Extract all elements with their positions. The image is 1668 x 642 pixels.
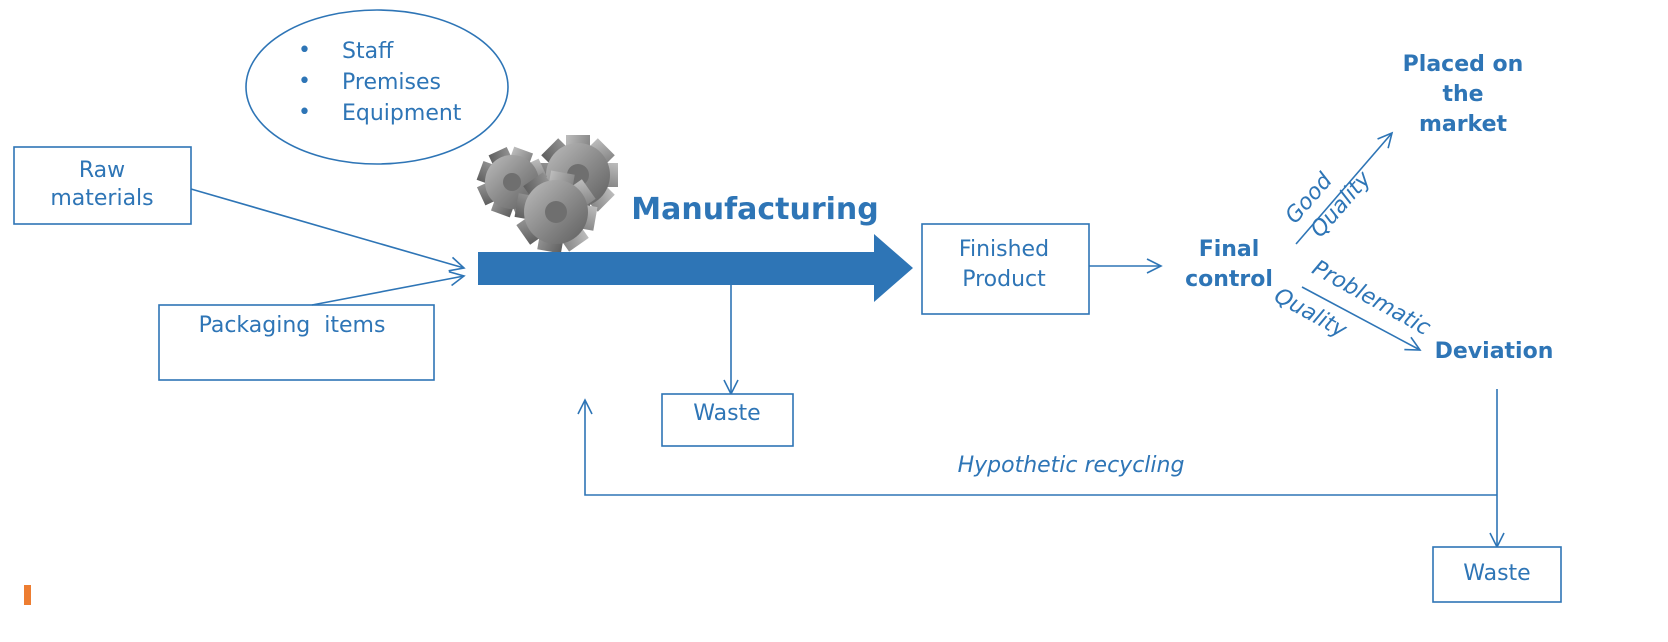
resource-item-premises: Premises <box>342 70 441 95</box>
placed-on-market-label-line2: the <box>1442 82 1483 107</box>
raw-materials-label-line1: Raw <box>79 158 125 183</box>
raw-materials-arrow <box>190 188 466 272</box>
placed-on-market-label-line1: Placed on <box>1403 52 1524 77</box>
finished-product-label-line2: Product <box>962 267 1046 292</box>
resource-bullet: • <box>298 100 311 125</box>
final-control-label-line1: Final <box>1199 237 1260 262</box>
finished-product-label-line1: Finished <box>959 237 1049 262</box>
manufacturing-arrow <box>478 234 913 302</box>
deviation-label: Deviation <box>1435 339 1554 364</box>
waste-box-manufacturing: Waste <box>661 393 794 447</box>
finished-product-box: Finished Product <box>921 223 1090 315</box>
good-quality-arrow <box>1295 131 1394 245</box>
problematic-quality-arrow <box>1301 286 1422 351</box>
resource-item-equipment: Equipment <box>342 101 462 126</box>
resource-bullet: • <box>298 38 311 63</box>
packaging-arrow <box>311 270 466 306</box>
recycling-loop-arrow <box>577 398 1497 496</box>
resource-bullet: • <box>298 69 311 94</box>
placed-on-market-label-line3: market <box>1419 112 1508 137</box>
hypothetic-recycling-label: Hypothetic recycling <box>958 453 1185 478</box>
waste-label-final: Waste <box>1463 561 1530 586</box>
raw-materials-label-line2: materials <box>50 186 153 211</box>
gears-icon <box>476 135 618 254</box>
manufacturing-label: Manufacturing <box>631 192 879 227</box>
packaging-items-box: Packaging items <box>158 304 435 381</box>
waste-box-final: Waste <box>1432 546 1562 603</box>
waste-label-manufacturing: Waste <box>693 401 760 426</box>
resources-ellipse: • Staff • Premises • Equipment <box>245 9 509 165</box>
accent-mark <box>24 585 31 605</box>
final-control-label-line2: control <box>1185 267 1273 292</box>
raw-materials-box: Raw materials <box>13 146 192 225</box>
packaging-items-label: Packaging items <box>199 313 386 338</box>
resource-item-staff: Staff <box>342 39 394 64</box>
